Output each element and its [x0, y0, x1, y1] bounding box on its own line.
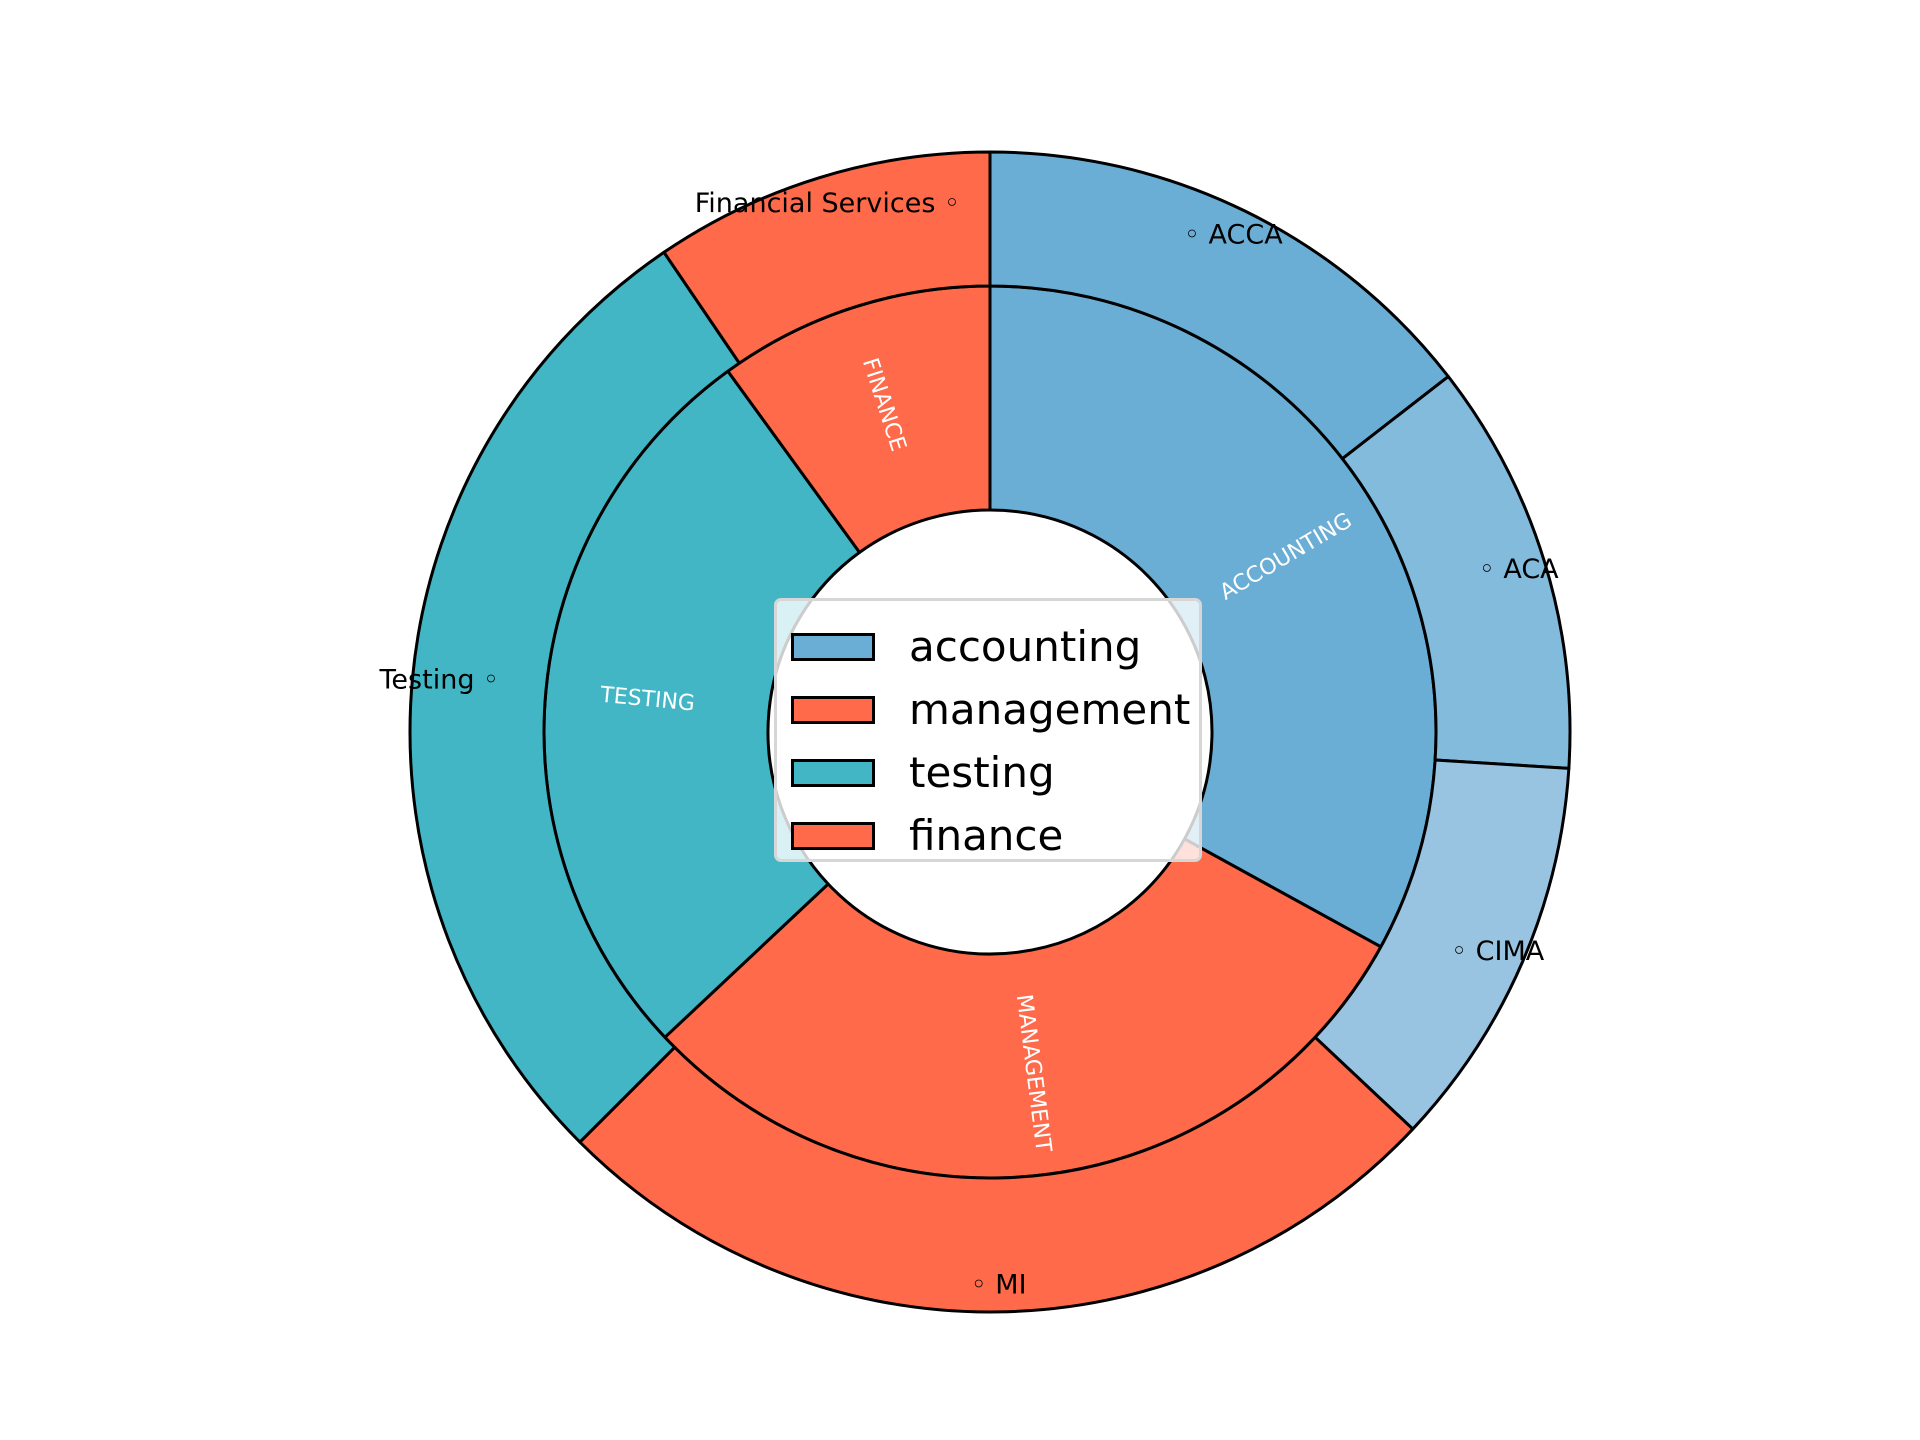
outer-label-aca: ◦ ACA	[1479, 554, 1559, 585]
outer-label-acca: ◦ ACCA	[1184, 220, 1283, 251]
legend-swatch	[791, 695, 875, 724]
legend-swatch	[791, 821, 875, 850]
outer-slice-financial-services	[662, 150, 992, 365]
legend-item-accounting: accounting	[791, 615, 1199, 678]
legend-label: accounting	[909, 622, 1142, 671]
legend-swatch	[791, 632, 875, 661]
outer-ring	[408, 150, 1572, 1314]
legend-swatch	[791, 758, 875, 787]
legend-label: finance	[909, 811, 1064, 860]
legend-item-testing: testing	[791, 741, 1199, 804]
outer-label-cima: ◦ CIMA	[1451, 936, 1545, 967]
outer-slice-testing	[408, 250, 741, 1144]
legend: accounting management testing finance	[774, 598, 1202, 862]
outer-slice-mi	[578, 1035, 1415, 1314]
legend-label: testing	[909, 748, 1055, 797]
legend-item-finance: finance	[791, 804, 1199, 867]
outer-label-testing: Testing ◦	[379, 664, 499, 695]
outer-label-mi: ◦ MI	[971, 1270, 1027, 1301]
outer-label-financial-services: Financial Services ◦	[695, 188, 960, 219]
legend-item-management: management	[791, 678, 1199, 741]
inner-ring	[542, 284, 1438, 1180]
legend-label: management	[909, 685, 1191, 734]
